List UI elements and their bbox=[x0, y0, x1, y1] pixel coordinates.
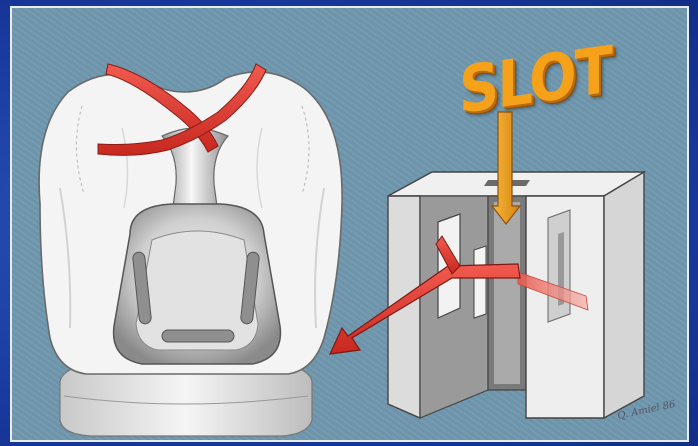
illustration-panel: SLOT Q. Amiel 86 bbox=[10, 6, 689, 442]
pad-slot-bottom bbox=[162, 330, 234, 342]
slot-indicator-arrow bbox=[492, 112, 520, 224]
slot-box-diagram bbox=[330, 112, 644, 418]
box-right-face bbox=[604, 172, 644, 418]
tooth-with-bracket bbox=[39, 64, 342, 436]
